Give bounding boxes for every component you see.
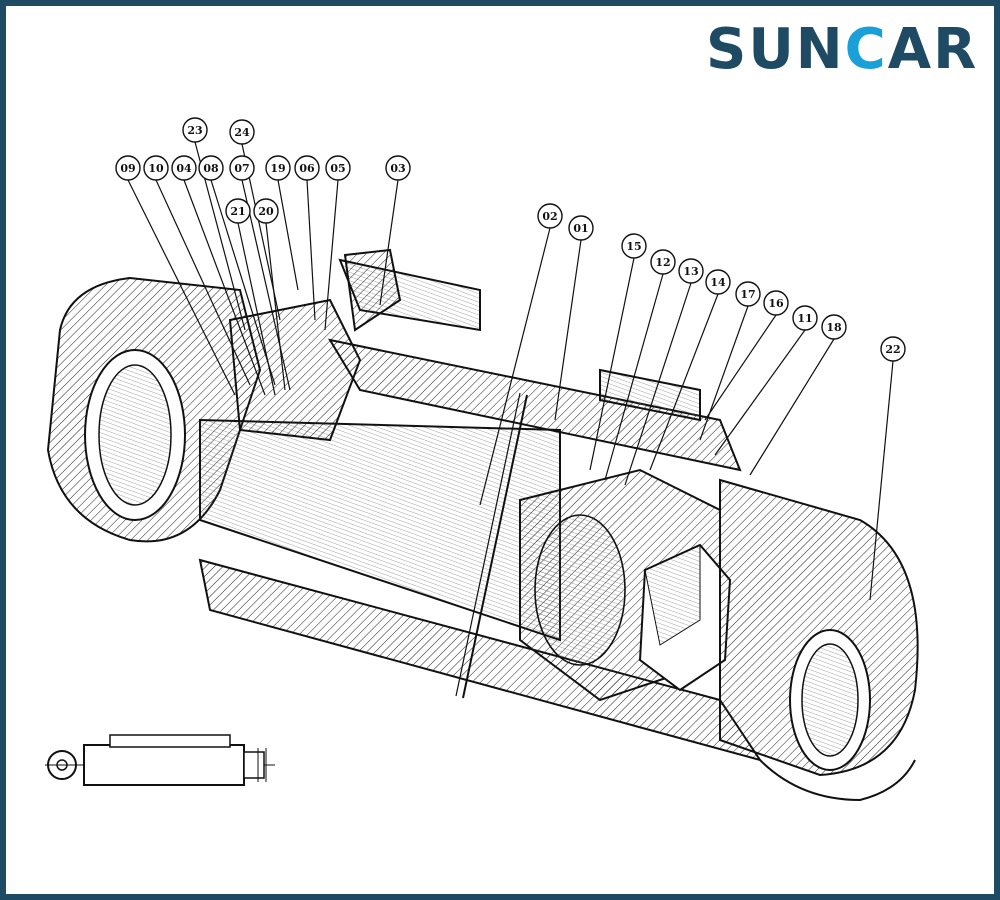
callout-label: 10 [148, 162, 164, 175]
callout-leader-line [604, 273, 664, 481]
callout-leader-line [277, 179, 299, 291]
callout-circle [568, 215, 594, 241]
callout-label: 15 [626, 240, 641, 253]
callout-circle [678, 258, 704, 284]
callout-label: 24 [234, 126, 250, 139]
callout-label: 13 [683, 265, 698, 278]
callout-circle [385, 155, 411, 181]
callout-22: 22 [869, 336, 906, 601]
callout-01: 01 [554, 215, 594, 421]
callout-05: 05 [324, 155, 351, 331]
callout-leader-line [749, 338, 835, 476]
callout-20: 20 [253, 198, 286, 391]
callout-14: 14 [649, 269, 731, 471]
callout-03: 03 [379, 155, 411, 306]
callout-circle [705, 269, 731, 295]
callout-circle [229, 155, 255, 181]
callout-leader-line [155, 179, 251, 386]
callout-circle [115, 155, 141, 181]
callout-leader-line [183, 179, 266, 396]
callout-label: 22 [885, 343, 900, 356]
callout-leader-line [265, 222, 286, 391]
callout-label: 05 [330, 162, 345, 175]
callout-circle [225, 198, 251, 224]
callout-circle [621, 233, 647, 259]
callout-09: 09 [115, 155, 236, 396]
callout-label: 23 [187, 124, 202, 137]
part-number-callouts: 23 24 09 10 04 08 07 19 06 05 03 21 20 02 01 15 12 13 14 17… [115, 117, 906, 601]
brand-logo-part3: AR [887, 17, 979, 82]
callout-circle [198, 155, 224, 181]
callout-leader-line [379, 179, 399, 306]
mini-cylinder-thumbnail [45, 734, 275, 786]
callout-label: 02 [542, 210, 557, 223]
callout-16: 16 [704, 290, 789, 421]
callout-label: 14 [710, 276, 726, 289]
callout-circle [792, 305, 818, 331]
callout-label: 01 [573, 222, 588, 235]
callout-leader-line [699, 305, 749, 441]
callout-label: 12 [655, 256, 670, 269]
callout-circle [229, 119, 255, 145]
callout-circle [143, 155, 169, 181]
callout-label: 21 [230, 205, 245, 218]
callout-15: 15 [589, 233, 647, 471]
callout-circle [253, 198, 279, 224]
brand-logo-part2: C [844, 17, 888, 82]
callout-12: 12 [604, 249, 676, 481]
callout-23: 23 [182, 117, 246, 331]
brand-logo-part1: SUN [706, 17, 845, 82]
callout-leader-line [649, 293, 719, 471]
callout-circle [763, 290, 789, 316]
callout-circle [325, 155, 351, 181]
callout-leader-line [127, 179, 236, 396]
callout-18: 18 [749, 314, 847, 476]
callout-label: 08 [203, 162, 219, 175]
callout-circle [182, 117, 208, 143]
callout-circle [735, 281, 761, 307]
callout-leader-line [869, 360, 894, 601]
callout-label: 18 [826, 321, 842, 334]
callout-08: 08 [198, 155, 276, 386]
callout-circle [265, 155, 291, 181]
cylinder-body [46, 248, 919, 802]
callout-21: 21 [225, 198, 276, 396]
callout-leader-line [554, 239, 582, 421]
callout-leader-line [714, 329, 806, 456]
callout-circle [294, 155, 320, 181]
callout-06: 06 [294, 155, 320, 321]
callout-leader-line [479, 227, 551, 506]
callout-leader-line [306, 179, 316, 321]
callout-label: 19 [270, 162, 285, 175]
callout-circle [537, 203, 563, 229]
callout-label: 09 [120, 162, 135, 175]
callout-label: 07 [234, 162, 249, 175]
callout-02: 02 [479, 203, 563, 506]
callout-label: 20 [258, 205, 274, 218]
callout-leader-line [589, 257, 635, 471]
callout-label: 06 [299, 162, 315, 175]
callout-label: 16 [768, 297, 784, 310]
callout-17: 17 [699, 281, 761, 441]
callout-label: 17 [740, 288, 755, 301]
callout-label: 11 [797, 312, 812, 325]
callout-leader-line [237, 222, 276, 396]
callout-circle [821, 314, 847, 340]
callout-leader-line [210, 179, 276, 386]
callout-leader-line [324, 179, 339, 331]
callout-label: 03 [390, 162, 405, 175]
callout-leader-line [704, 314, 777, 421]
brand-logo: SUNCAR [706, 18, 978, 82]
callout-circle [880, 336, 906, 362]
callout-circle [171, 155, 197, 181]
callout-19: 19 [265, 155, 299, 291]
callout-leader-line [624, 282, 692, 486]
callout-circle [650, 249, 676, 275]
callout-11: 11 [714, 305, 818, 456]
callout-13: 13 [624, 258, 704, 486]
callout-04: 04 [171, 155, 266, 396]
callout-10: 10 [143, 155, 251, 386]
callout-label: 04 [176, 162, 192, 175]
